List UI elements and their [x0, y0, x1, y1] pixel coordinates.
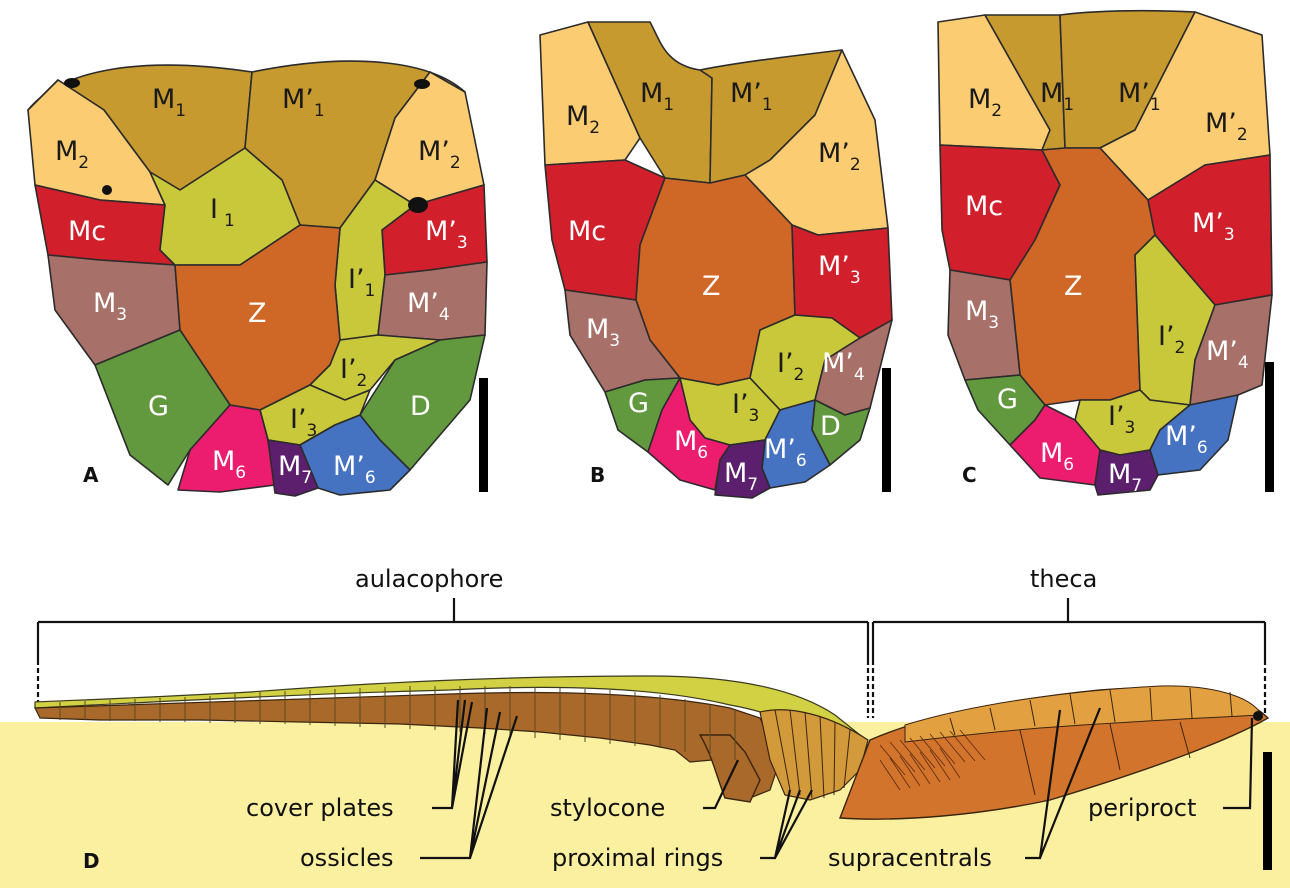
label-theca: theca — [1030, 565, 1097, 593]
pore-dot — [414, 79, 430, 89]
label-d: D — [410, 391, 431, 422]
pore-dot — [64, 78, 80, 88]
panel-label-a: A — [83, 463, 99, 487]
label-g: G — [628, 388, 649, 419]
panel-a-theca — [28, 61, 487, 496]
label-z: Z — [1064, 271, 1083, 302]
label-proximal-rings: proximal rings — [552, 844, 723, 872]
pore-dot — [408, 197, 428, 213]
pore-dot — [102, 185, 112, 195]
scale-bar-a — [479, 378, 488, 492]
label-z: Z — [248, 298, 267, 329]
label-ossicles: ossicles — [300, 844, 394, 872]
label-d: D — [820, 411, 841, 442]
panel-label-b: B — [590, 463, 605, 487]
label-periproct: periproct — [1088, 794, 1196, 822]
label-mc: Mc — [68, 216, 106, 247]
label-stylocone: stylocone — [550, 794, 665, 822]
panel-label-c: C — [962, 463, 977, 487]
label-g: G — [997, 384, 1018, 415]
scale-bar-d — [1263, 752, 1272, 870]
label-mc: Mc — [568, 216, 606, 247]
label-cover-plates: cover plates — [246, 794, 394, 822]
label-mc: Mc — [965, 191, 1003, 222]
panel-label-d: D — [83, 849, 100, 873]
label-aulacophore: aulacophore — [355, 565, 503, 593]
scale-bar-b — [882, 368, 891, 492]
periproct-dot — [1253, 711, 1263, 721]
label-g: G — [148, 391, 169, 422]
scale-bar-c — [1265, 362, 1274, 492]
label-supracentrals: supracentrals — [828, 844, 992, 872]
label-z: Z — [702, 271, 721, 302]
